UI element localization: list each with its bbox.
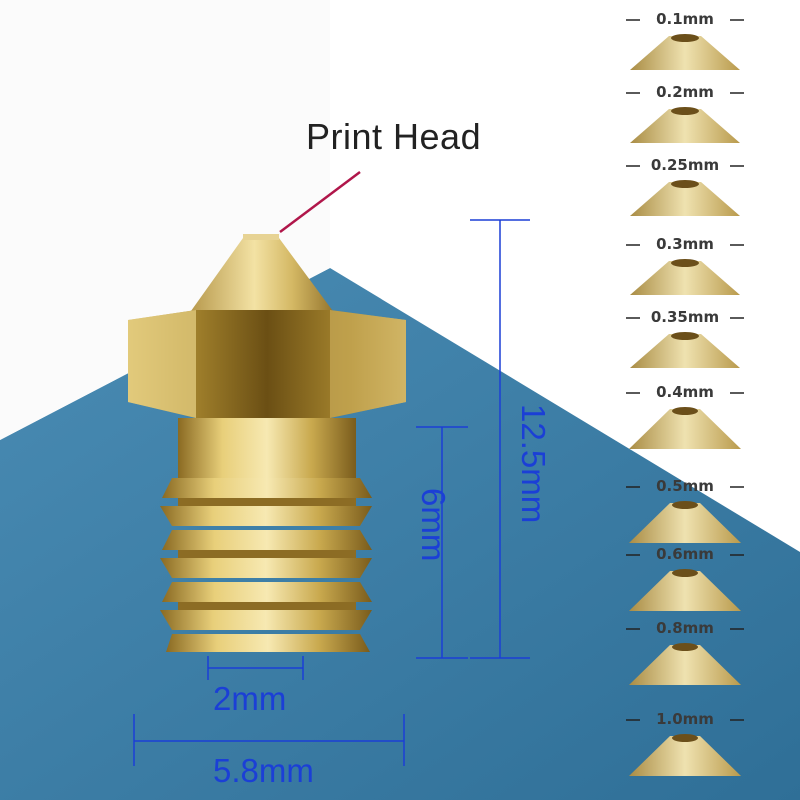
brass-nozzle: [128, 234, 406, 652]
nozzle-hole: [672, 569, 698, 577]
nozzle-cone-shape: [630, 109, 740, 143]
nozzle-size-cone: [626, 392, 744, 449]
nozzle-size-cone: [626, 486, 744, 543]
nozzle-hole: [672, 734, 698, 742]
thread-section: [160, 478, 372, 652]
nozzle-hole: [671, 180, 699, 188]
print-head-label: Print Head: [306, 116, 482, 157]
nozzle-size-cone: [626, 628, 744, 685]
nozzle-size-label: 0.35mm: [650, 308, 720, 326]
nozzle-hole: [671, 259, 699, 267]
nozzle-size-label: 1.0mm: [656, 710, 714, 728]
nozzle-hole: [672, 501, 698, 509]
nozzle-hole: [671, 107, 699, 115]
nozzle-cone-shape: [629, 409, 741, 449]
nozzle-hole: [671, 34, 699, 42]
thread-pitch-dimension: 2mm: [213, 680, 287, 717]
nozzle-size-cone: [626, 317, 744, 368]
nozzle-size-label: 0.4mm: [656, 383, 714, 401]
nozzle-hole: [672, 643, 698, 651]
nozzle-size-cone: [626, 92, 744, 143]
nozzle-cone-shape: [630, 334, 740, 368]
nozzle-size-label: 0.1mm: [656, 10, 714, 28]
nozzle-size-label: 0.2mm: [656, 83, 714, 101]
nozzle-hole: [671, 332, 699, 340]
nozzle-size-cone: [626, 165, 744, 216]
nozzle-size-label: 0.8mm: [656, 619, 714, 637]
nozzle-hole: [672, 407, 698, 415]
nozzle-size-cone: [626, 244, 744, 295]
nozzle-size-label: 0.3mm: [656, 235, 714, 253]
nozzle-size-label: 0.6mm: [656, 545, 714, 563]
nozzle-cone-shape: [630, 261, 740, 295]
nozzle-cone-shape: [629, 645, 741, 685]
hex-width-dimension: 5.8mm: [213, 752, 314, 789]
nozzle-size-cone: [626, 719, 744, 776]
nozzle-cone-shape: [629, 503, 741, 543]
nozzle-size-label: 0.25mm: [650, 156, 720, 174]
nozzle-cone-shape: [630, 36, 740, 70]
thread-length-dimension: 6mm: [415, 488, 452, 562]
pointer-line: [279, 171, 361, 233]
total-length-dimension: 12.5mm: [515, 404, 552, 524]
nozzle-size-label: 0.5mm: [656, 477, 714, 495]
nozzle-size-list: [626, 19, 744, 776]
nozzle-cone-shape: [629, 571, 741, 611]
nozzle-size-cone: [626, 554, 744, 611]
nozzle-cone-shape: [629, 736, 741, 776]
nozzle-size-cone: [626, 19, 744, 70]
nozzle-cone-shape: [630, 182, 740, 216]
dimension-lines: [133, 219, 530, 766]
